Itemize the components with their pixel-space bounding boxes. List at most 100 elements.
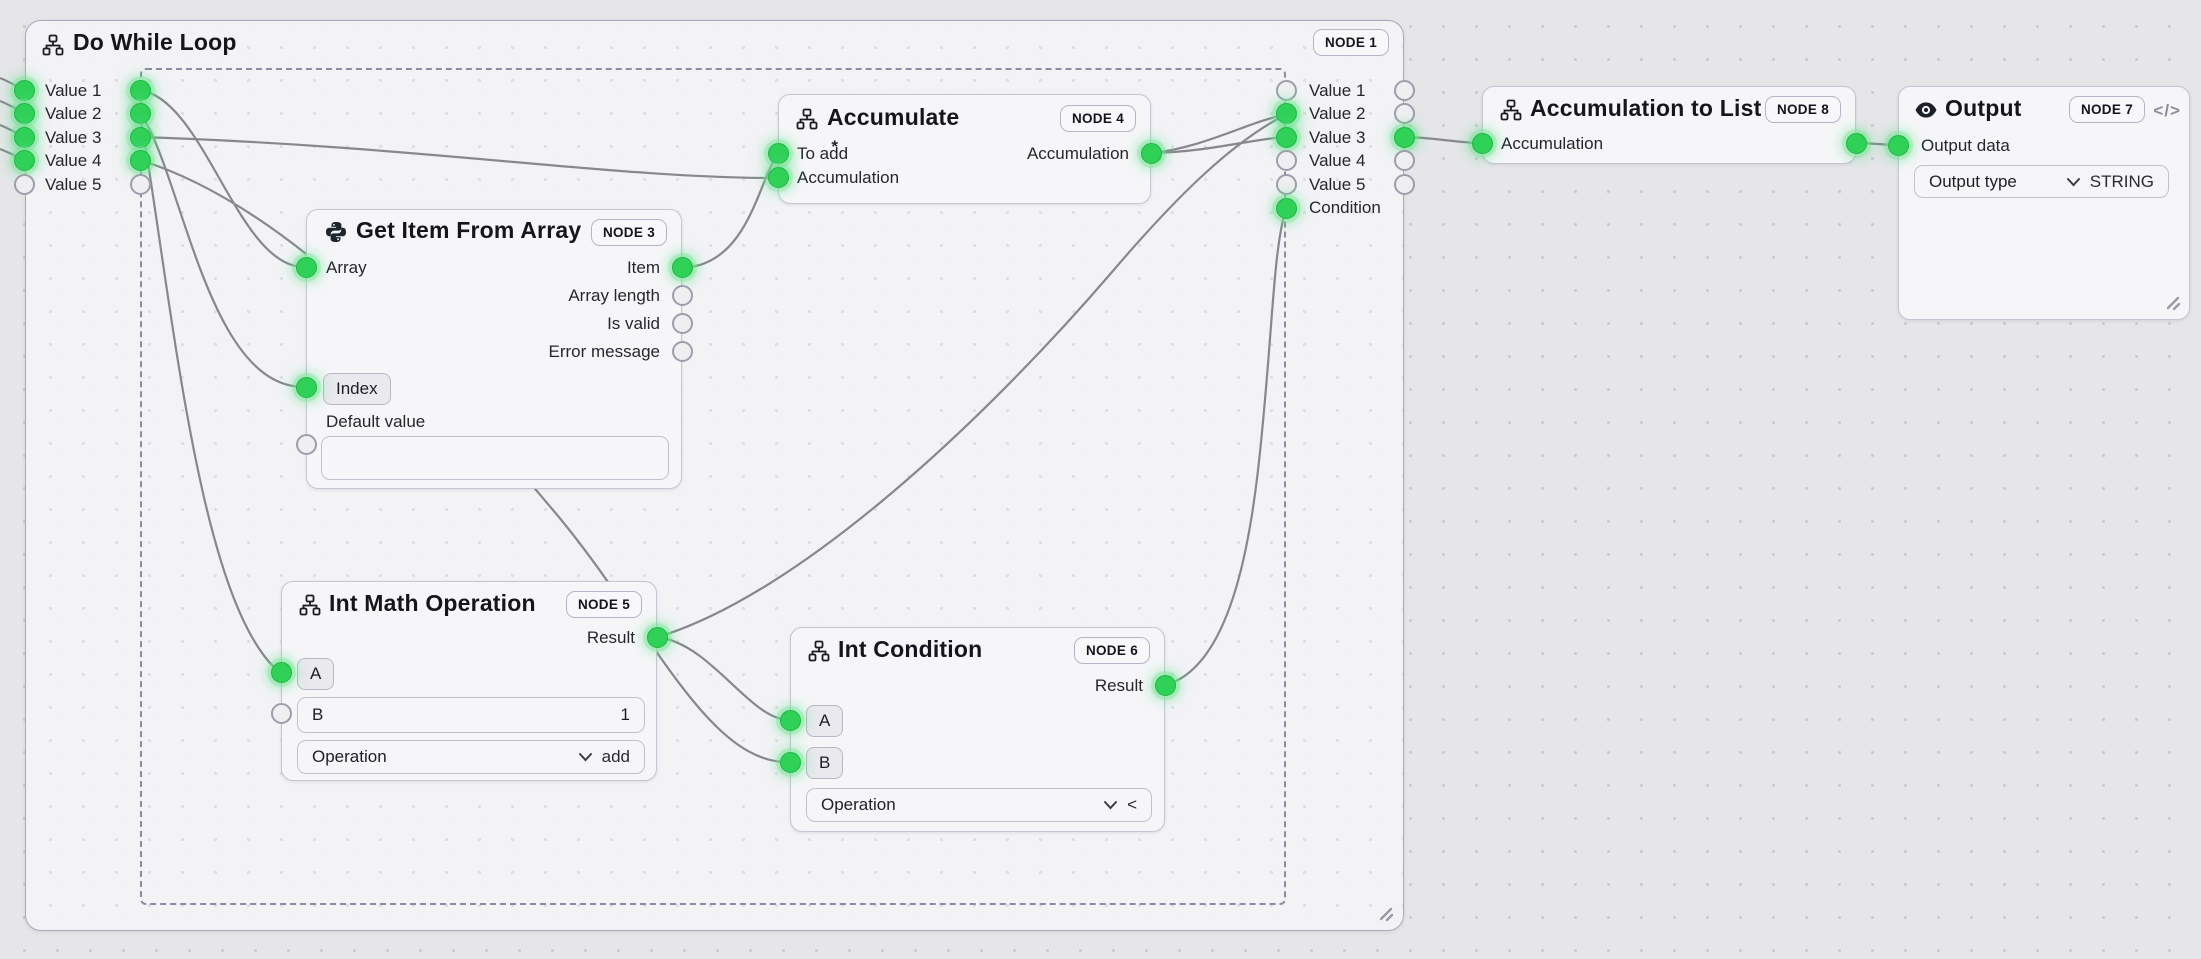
math-b-field[interactable]: B 1 — [297, 697, 645, 733]
wire-accout-to-rvalue2[interactable] — [1151, 113, 1285, 155]
wire-result-to-cond-a[interactable] — [657, 635, 788, 722]
port-accumulation-in[interactable] — [768, 167, 789, 188]
port-left-inner-value2[interactable] — [130, 103, 151, 124]
port-acclist-in[interactable] — [1472, 133, 1493, 154]
loop-body-region[interactable] — [140, 68, 1286, 905]
port-left-outer-value4[interactable] — [14, 150, 35, 171]
label-output-data: Output data — [1921, 136, 2010, 155]
default-value-textarea[interactable] — [321, 436, 669, 480]
port-left-inner-value3[interactable] — [130, 127, 151, 148]
chevron-down-icon — [1104, 801, 1118, 810]
port-math-result-out[interactable] — [647, 627, 668, 648]
port-cond-b-in[interactable] — [780, 752, 801, 773]
port-output-data-in[interactable] — [1888, 135, 1909, 156]
label-accumulation-in: Accumulation — [797, 168, 900, 187]
label-item: Item — [626, 258, 660, 277]
port-math-b-in[interactable] — [271, 703, 292, 724]
port-left-inner-value1[interactable] — [130, 80, 151, 101]
port-left-inner-value4[interactable] — [130, 150, 151, 171]
port-is-valid-out[interactable] — [672, 313, 693, 334]
node-int-condition[interactable]: Int Condition NODE 6 A B Operation < — [790, 627, 1165, 832]
label-is-valid: Is valid — [607, 314, 660, 333]
port-left-outer-value5[interactable] — [14, 174, 35, 195]
math-a-tag-button[interactable]: A — [297, 658, 335, 690]
code-view-icon[interactable]: </> — [2153, 101, 2181, 120]
label-left-value2: Value 2 — [45, 104, 102, 123]
node-accumulation-to-list[interactable]: Accumulation to List NODE 8 — [1482, 86, 1856, 164]
port-right-inner-value3[interactable] — [1276, 127, 1297, 148]
node-int-math-operation[interactable]: Int Math Operation NODE 5 A B 1 Operatio… — [281, 581, 657, 781]
node-badge-5[interactable]: NODE 5 — [565, 591, 642, 618]
port-left-outer-value2[interactable] — [14, 103, 35, 124]
port-left-outer-value3[interactable] — [14, 127, 35, 148]
wire-condresult-to-condition[interactable] — [1165, 211, 1287, 687]
cond-operation-dropdown[interactable]: Operation < — [806, 788, 1152, 822]
label-array: Array — [326, 258, 367, 277]
resize-handle[interactable] — [1375, 904, 1395, 924]
node-badge-8[interactable]: NODE 8 — [1764, 96, 1841, 123]
node-badge-7[interactable]: NODE 7 — [2068, 96, 2145, 123]
port-cond-result-out[interactable] — [1155, 675, 1176, 696]
port-index-in[interactable] — [296, 377, 317, 398]
node-badge-6[interactable]: NODE 6 — [1073, 637, 1150, 664]
port-math-a-in[interactable] — [271, 662, 292, 683]
port-right-outer-value1[interactable] — [1394, 80, 1415, 101]
math-operation-dropdown[interactable]: Operation add — [297, 740, 645, 774]
wire-value2-to-math-a[interactable] — [138, 112, 279, 672]
port-right-inner-value4[interactable] — [1276, 150, 1297, 171]
wire-value2-to-index[interactable] — [139, 112, 304, 389]
port-right-outer-value3[interactable] — [1394, 127, 1415, 148]
port-array-length-out[interactable] — [672, 285, 693, 306]
port-default-value-in[interactable] — [296, 434, 317, 455]
node-badge-4[interactable]: NODE 4 — [1059, 105, 1136, 132]
port-right-outer-value2[interactable] — [1394, 103, 1415, 124]
wire-rvalue3-to-acclist[interactable] — [1403, 135, 1482, 145]
label-right-condition: Condition — [1309, 198, 1381, 217]
wire-value1-to-array[interactable] — [139, 88, 304, 269]
port-left-inner-value5[interactable] — [130, 174, 151, 195]
port-item-out[interactable] — [672, 257, 693, 278]
port-acclist-out[interactable] — [1846, 133, 1867, 154]
port-left-outer-value1[interactable] — [14, 80, 35, 101]
port-right-inner-value1[interactable] — [1276, 80, 1297, 101]
output-type-dropdown[interactable]: Output type STRING — [1914, 165, 2169, 198]
port-accumulation-out[interactable] — [1141, 143, 1162, 164]
port-toadd-in[interactable] — [768, 143, 789, 164]
label-acclist-out-star: * — [831, 137, 838, 156]
wire-item-to-toadd[interactable] — [690, 155, 777, 269]
port-right-outer-value5[interactable] — [1394, 174, 1415, 195]
node-badge-3[interactable]: NODE 3 — [590, 219, 667, 246]
chevron-down-icon — [578, 753, 592, 762]
port-right-inner-value2[interactable] — [1276, 103, 1297, 124]
math-operation-label: Operation — [312, 747, 387, 766]
port-right-inner-condition[interactable] — [1276, 198, 1297, 219]
eye-icon — [1915, 102, 1937, 118]
python-icon — [326, 222, 346, 242]
wire-value3-to-accumulation-in[interactable] — [139, 135, 776, 180]
node-get-item-from-array[interactable]: Get Item From Array NODE 3 Index Default… — [306, 209, 682, 489]
flow-icon — [808, 640, 830, 662]
node-accumulate[interactable]: Accumulate NODE 4 — [778, 94, 1151, 204]
label-cond-result: Result — [1094, 676, 1143, 695]
port-right-inner-value5[interactable] — [1276, 174, 1297, 195]
index-tag-button[interactable]: Index — [323, 373, 391, 405]
wire-result-to-rvalue2[interactable] — [657, 115, 1284, 639]
wire-value4-to-cond-b[interactable] — [139, 158, 788, 764]
port-right-outer-value4[interactable] — [1394, 150, 1415, 171]
cond-a-tag-button[interactable]: A — [806, 705, 844, 737]
port-error-message-out[interactable] — [672, 341, 693, 362]
cond-b-tag-button[interactable]: B — [806, 747, 844, 779]
node-badge-1[interactable]: NODE 1 — [1312, 29, 1389, 56]
label-toadd: To add — [797, 144, 849, 163]
node-do-while-loop[interactable]: Do While Loop NODE 1 — [25, 20, 1404, 931]
port-cond-a-in[interactable] — [780, 710, 801, 731]
label-right-value2: Value 2 — [1309, 104, 1366, 123]
node-output[interactable]: Output NODE 7 </> Output type STRING — [1898, 86, 2190, 320]
port-array-in[interactable] — [296, 257, 317, 278]
accumulation-to-list-title: Accumulation to List — [1530, 95, 1762, 121]
wire-accout-to-rvalue3[interactable] — [1151, 135, 1285, 155]
resize-handle[interactable] — [2162, 293, 2182, 313]
label-left-value3: Value 3 — [45, 128, 102, 147]
